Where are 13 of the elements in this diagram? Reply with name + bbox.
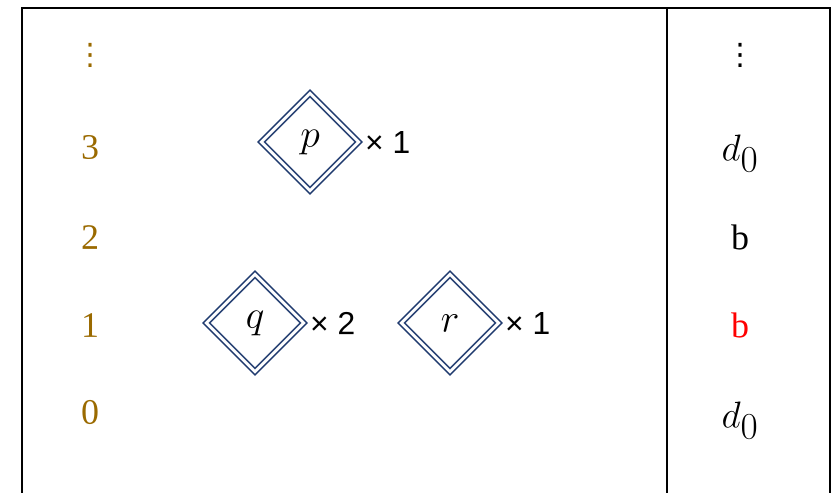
ellipsis: ⋮	[738, 42, 742, 68]
row-label: $d_0$	[723, 134, 756, 172]
multiplier-label: × 1	[507, 312, 549, 334]
multiplier-label: × 2	[312, 312, 354, 334]
level-number: 1	[84, 313, 97, 337]
ellipsis: ⋮	[88, 42, 92, 68]
row-label: b	[731, 312, 748, 338]
level-number: 0	[82, 400, 98, 424]
level-number: 2	[82, 225, 97, 249]
level-number: 3	[82, 134, 98, 160]
multiplier-label: × 1	[367, 131, 409, 153]
row-label: $d_0$	[723, 402, 756, 440]
row-label: b	[731, 224, 748, 250]
